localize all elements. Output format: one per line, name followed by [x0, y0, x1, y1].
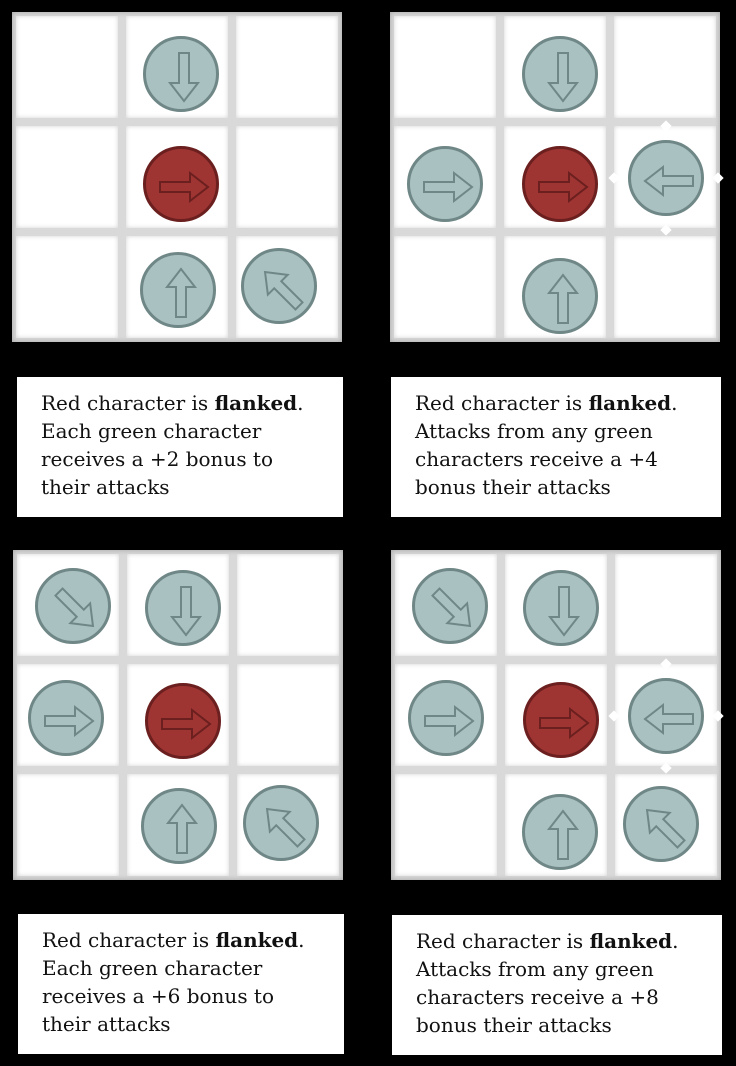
arrow-right-icon — [424, 704, 475, 738]
red-token-right — [145, 683, 221, 759]
red-token-right — [143, 146, 219, 222]
green-token-right — [28, 680, 104, 756]
green-token-left — [628, 140, 704, 216]
green-token-down-right — [412, 568, 488, 644]
arrow-right-icon — [159, 170, 210, 204]
caption-line: characters receive a +4 — [415, 447, 658, 471]
caption-line: Attacks from any green — [415, 419, 653, 443]
arrow-down-icon — [167, 52, 201, 103]
grid-cell — [394, 16, 496, 118]
green-token-up-left — [241, 248, 317, 324]
green-token-down-right — [35, 568, 111, 644]
grid-cell — [615, 554, 717, 656]
green-token-right — [407, 146, 483, 222]
grid-cell — [236, 16, 338, 118]
caption-first-line: Red character is flanked. — [42, 926, 320, 954]
green-token-up-left — [243, 785, 319, 861]
grid-cell — [16, 16, 118, 118]
caption-line: Attacks from any green — [416, 957, 654, 981]
caption-after: . — [298, 928, 305, 952]
arrow-left-icon — [643, 702, 694, 736]
arrow-up-icon — [165, 803, 199, 854]
grid-cell — [614, 16, 716, 118]
green-token-up — [141, 788, 217, 864]
arrow-down-icon — [546, 52, 580, 103]
caption-panel-1: Red character is flanked. Each green cha… — [17, 377, 343, 517]
caption-bold: flanked — [215, 928, 299, 952]
arrow-right-icon — [161, 707, 212, 741]
caption-line: their attacks — [42, 1012, 171, 1036]
caption-line: Each green character — [42, 956, 263, 980]
green-token-up — [140, 252, 216, 328]
red-token-right — [523, 682, 599, 758]
caption-after: . — [671, 391, 678, 415]
arrow-up-left-icon — [265, 807, 306, 848]
arrow-right-icon — [423, 170, 474, 204]
caption-line: bonus their attacks — [416, 1013, 612, 1037]
caption-after: . — [672, 929, 679, 953]
green-token-right — [408, 680, 484, 756]
grid-cell — [17, 774, 119, 876]
caption-lead: Red character is — [41, 391, 215, 415]
green-token-up — [522, 794, 598, 870]
caption-line: characters receive a +8 — [416, 985, 659, 1009]
grid-cell — [237, 554, 339, 656]
caption-lead: Red character is — [415, 391, 589, 415]
caption-bold: flanked — [214, 391, 298, 415]
caption-line: their attacks — [41, 475, 170, 499]
arrow-up-left-icon — [645, 808, 686, 849]
green-token-left — [628, 678, 704, 754]
arrow-up-left-icon — [263, 270, 304, 311]
grid-cell — [395, 774, 497, 876]
arrow-up-icon — [546, 273, 580, 324]
caption-line: receives a +2 bonus to — [41, 447, 274, 471]
green-token-up-left — [623, 786, 699, 862]
green-token-down — [145, 570, 221, 646]
grid-cell — [394, 236, 496, 338]
arrow-down-right-icon — [54, 587, 95, 628]
caption-first-line: Red character is flanked. — [41, 389, 319, 417]
grid-cell — [16, 236, 118, 338]
grid-cell — [16, 126, 118, 228]
arrow-down-icon — [169, 586, 203, 637]
grid-panel-3 — [13, 550, 343, 880]
grid-cell — [614, 236, 716, 338]
caption-first-line: Red character is flanked. — [415, 389, 697, 417]
green-token-up — [522, 258, 598, 334]
grid-cell — [236, 126, 338, 228]
caption-bold: flanked — [588, 391, 672, 415]
green-token-down — [143, 36, 219, 112]
caption-lead: Red character is — [416, 929, 590, 953]
caption-line: bonus their attacks — [415, 475, 611, 499]
caption-first-line: Red character is flanked. — [416, 927, 698, 955]
arrow-up-icon — [546, 809, 580, 860]
grid-panel-4 — [391, 550, 724, 880]
grid-panel-1 — [12, 12, 342, 342]
caption-after: . — [297, 391, 304, 415]
caption-panel-4: Red character is flanked. Attacks from a… — [392, 915, 722, 1055]
arrow-down-icon — [547, 586, 581, 637]
arrow-right-icon — [539, 706, 590, 740]
green-token-down — [523, 570, 599, 646]
caption-panel-3: Red character is flanked. Each green cha… — [18, 914, 344, 1054]
arrow-down-right-icon — [431, 587, 472, 628]
arrow-right-icon — [538, 170, 589, 204]
caption-line: receives a +6 bonus to — [42, 984, 275, 1008]
arrow-up-icon — [164, 267, 198, 318]
red-token-right — [522, 146, 598, 222]
caption-bold: flanked — [589, 929, 673, 953]
grid-panel-2 — [390, 12, 724, 342]
arrow-right-icon — [44, 704, 95, 738]
arrow-left-icon — [643, 164, 694, 198]
green-token-down — [522, 36, 598, 112]
caption-lead: Red character is — [42, 928, 216, 952]
grid-cell — [237, 664, 339, 766]
caption-line: Each green character — [41, 419, 262, 443]
caption-panel-2: Red character is flanked. Attacks from a… — [391, 377, 721, 517]
